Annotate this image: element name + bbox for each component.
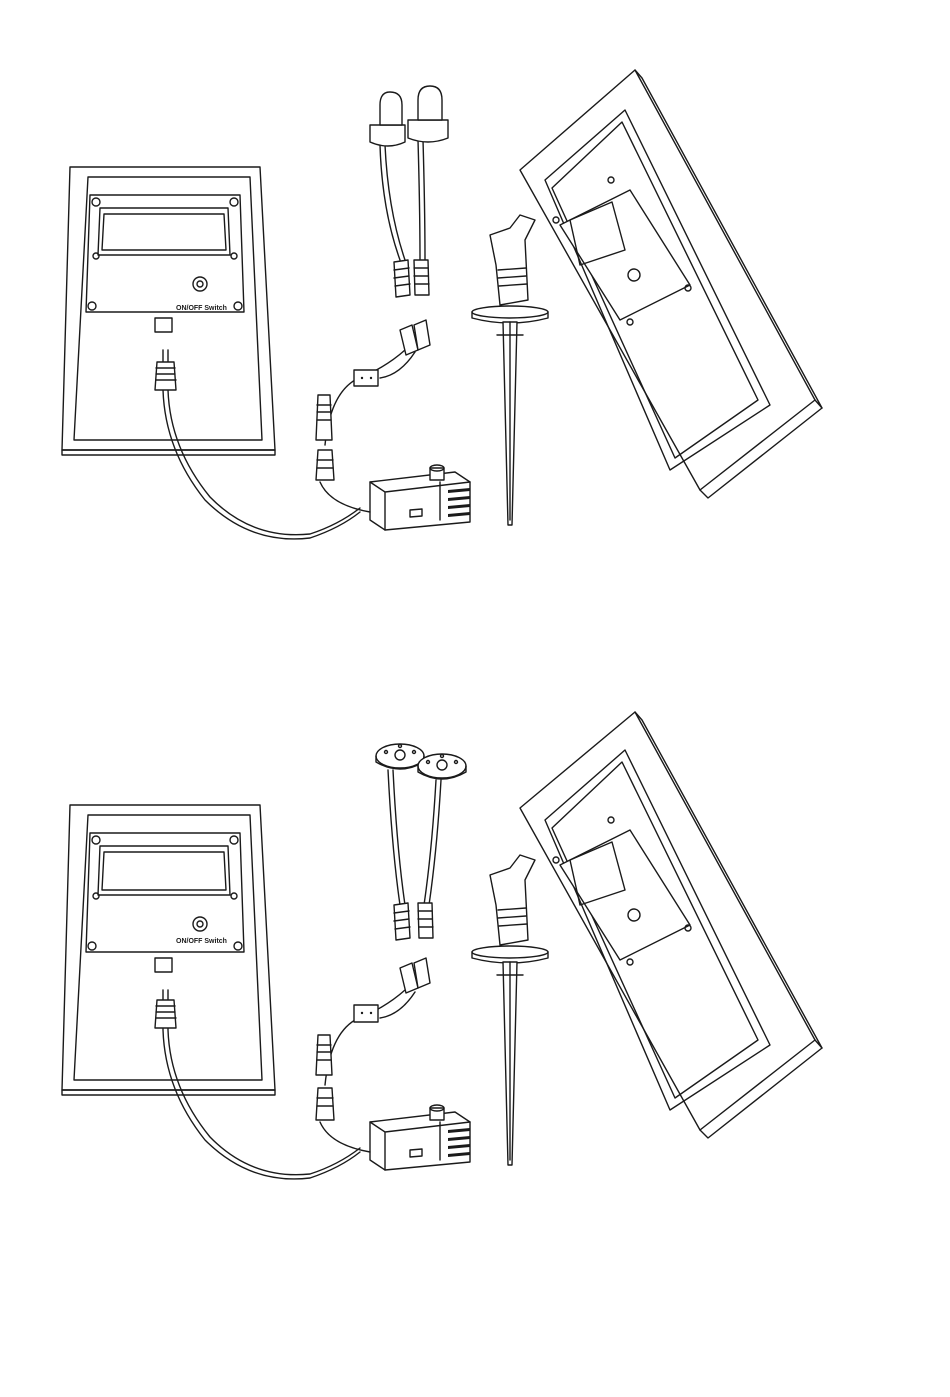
- diagram-svg-top: ON/OFF Switch: [0, 50, 950, 690]
- ground-stake: [472, 215, 548, 525]
- splitter: [316, 958, 430, 1120]
- bulb-icon: [380, 92, 402, 125]
- diagram-svg-bottom: ON/OFF Switch: [0, 700, 950, 1340]
- solar-panel: ON/OFF Switch: [62, 167, 360, 539]
- splitter: [316, 320, 430, 480]
- nozzle-base-left: [370, 125, 405, 146]
- nozzle-base-right: [408, 120, 448, 142]
- switch-label: ON/OFF Switch: [176, 938, 227, 945]
- panel-stand: [520, 712, 822, 1138]
- nozzle-pair: [376, 744, 466, 940]
- panel-stand: [520, 70, 822, 498]
- ground-stake: [472, 855, 548, 1165]
- assembly-diagram-bottom: ON/OFF Switch: [0, 700, 950, 1340]
- bulb-icon: [418, 86, 442, 120]
- solar-panel: ON/OFF Switch: [62, 805, 360, 1179]
- assembly-diagram-top: ON/OFF Switch: [0, 50, 950, 690]
- switch-label: ON/OFF Switch: [176, 305, 227, 312]
- nozzle-pair: [370, 86, 448, 297]
